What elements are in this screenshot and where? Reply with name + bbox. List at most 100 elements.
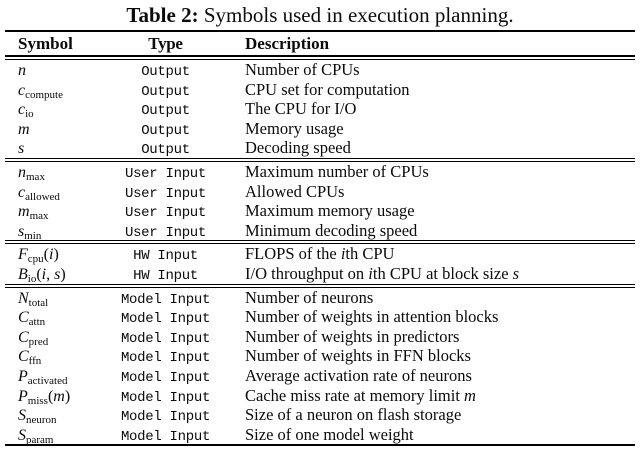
type-cell: User Input — [124, 205, 206, 222]
symbol-segment: n — [18, 163, 26, 181]
desc-segment: i — [368, 263, 373, 283]
symbol-segment: B — [18, 265, 28, 283]
description-cell: Number of weights in predictors — [228, 327, 635, 347]
description-cell: Size of a neuron on flash storage — [228, 405, 635, 425]
desc-segment: Decoding speed — [245, 138, 351, 158]
symbol-segment: ) — [60, 265, 66, 283]
type-cell: Model Input — [120, 369, 211, 386]
symbol-segment: c — [18, 81, 26, 99]
table-header-row: Symbol Type Description — [5, 32, 635, 55]
symbol-cell: ccompute — [5, 81, 103, 101]
symbol-segment: compute — [25, 88, 63, 101]
type-cell: Model Input — [120, 389, 211, 406]
symbol-segment: C — [18, 348, 29, 366]
description-cell: FLOPS of the ith CPU — [228, 244, 635, 264]
description-cell: Average activation rate of neurons — [228, 366, 635, 386]
description-cell: Maximum number of CPUs — [228, 162, 635, 182]
table-bottom-rule — [5, 444, 635, 447]
symbol-segment: F — [18, 246, 28, 264]
description-cell: The CPU for I/O — [228, 99, 635, 119]
symbol-segment: param — [26, 433, 54, 446]
description-cell: Cache miss rate at memory limit m — [228, 386, 635, 406]
symbol-segment: c — [18, 101, 26, 119]
symbol-segment: C — [18, 328, 29, 346]
symbol-cell: Cffn — [5, 347, 103, 367]
symbol-cell: n — [5, 61, 103, 81]
symbol-cell: cio — [5, 100, 103, 120]
type-cell: Model Input — [120, 291, 211, 308]
desc-segment: I/O throughput on — [245, 263, 369, 283]
symbol-segment: attn — [28, 316, 46, 329]
symbol-segment: max — [29, 210, 49, 223]
description-cell: Number of weights in attention blocks — [228, 307, 635, 327]
description-cell: Number of weights in FFN blocks — [228, 346, 635, 366]
description-cell: Size of one model weight — [228, 425, 635, 445]
type-cell: Output — [141, 83, 190, 100]
description-cell: Decoding speed — [228, 138, 635, 158]
type-cell: Model Input — [120, 409, 211, 426]
header-bottom-rule — [5, 55, 635, 60]
symbol-segment: activated — [27, 374, 68, 387]
symbol-cell: Cattn — [5, 308, 103, 328]
symbol-segment: C — [18, 309, 29, 327]
symbol-segment: m — [53, 387, 65, 405]
symbol-segment: S — [18, 407, 26, 425]
desc-segment: Size of a neuron on flash storage — [245, 405, 462, 425]
type-cell: User Input — [124, 224, 206, 241]
symbol-cell: m — [5, 120, 103, 140]
symbol-cell: s — [5, 139, 103, 159]
desc-segment: Number of weights in attention blocks — [245, 307, 499, 327]
type-cell: Model Input — [120, 330, 211, 347]
type-cell: Output — [141, 64, 190, 80]
type-cell: Model Input — [120, 311, 211, 328]
type-cell: Output — [141, 142, 190, 159]
desc-segment: Number of neurons — [245, 287, 374, 307]
type-cell: User Input — [124, 165, 206, 182]
symbol-segment: c — [18, 183, 26, 201]
symbol-cell: Fcpu(i) — [5, 245, 103, 265]
table-row: cio Output The CPU for I/O — [5, 99, 635, 120]
description-cell: Number of neurons — [228, 288, 635, 308]
desc-segment: m — [464, 385, 476, 405]
desc-segment: Number of weights in predictors — [245, 326, 460, 346]
table-row: Cpred Model Input Number of weights in pre… — [5, 327, 635, 348]
symbol-segment: s — [18, 222, 25, 240]
description-cell: CPU set for computation — [228, 80, 635, 100]
desc-segment: Memory usage — [245, 118, 344, 138]
type-cell: Output — [141, 103, 190, 120]
symbol-cell: Sparam — [5, 426, 103, 446]
header-description: Description — [245, 34, 330, 53]
symbol-segment: i — [49, 246, 54, 264]
header-symbol: Symbol — [18, 34, 73, 53]
table-row: Cattn Model Input Number of weights in att… — [5, 307, 635, 328]
symbol-segment: P — [18, 387, 28, 405]
symbol-cell: Pactivated — [5, 367, 103, 387]
symbol-segment: allowed — [25, 190, 60, 203]
type-cell: HW Input — [133, 267, 198, 284]
symbol-segment: n — [18, 62, 26, 79]
type-cell: Model Input — [120, 350, 211, 367]
symbol-segment: s — [18, 140, 25, 158]
desc-segment: FLOPS of the — [245, 244, 341, 264]
symbol-segment: S — [18, 426, 26, 444]
desc-segment: Size of one model weight — [245, 424, 414, 444]
symbol-segment: ) — [64, 387, 71, 405]
desc-segment: Maximum number of CPUs — [245, 161, 429, 181]
desc-segment: The CPU for I/O — [245, 99, 357, 119]
description-cell: I/O throughput on ith CPU at block size … — [228, 264, 635, 284]
group-separator-rule — [5, 240, 635, 245]
symbol-segment: pred — [28, 335, 49, 348]
symbol-segment: s — [54, 265, 61, 283]
symbol-segment: m — [18, 120, 30, 138]
